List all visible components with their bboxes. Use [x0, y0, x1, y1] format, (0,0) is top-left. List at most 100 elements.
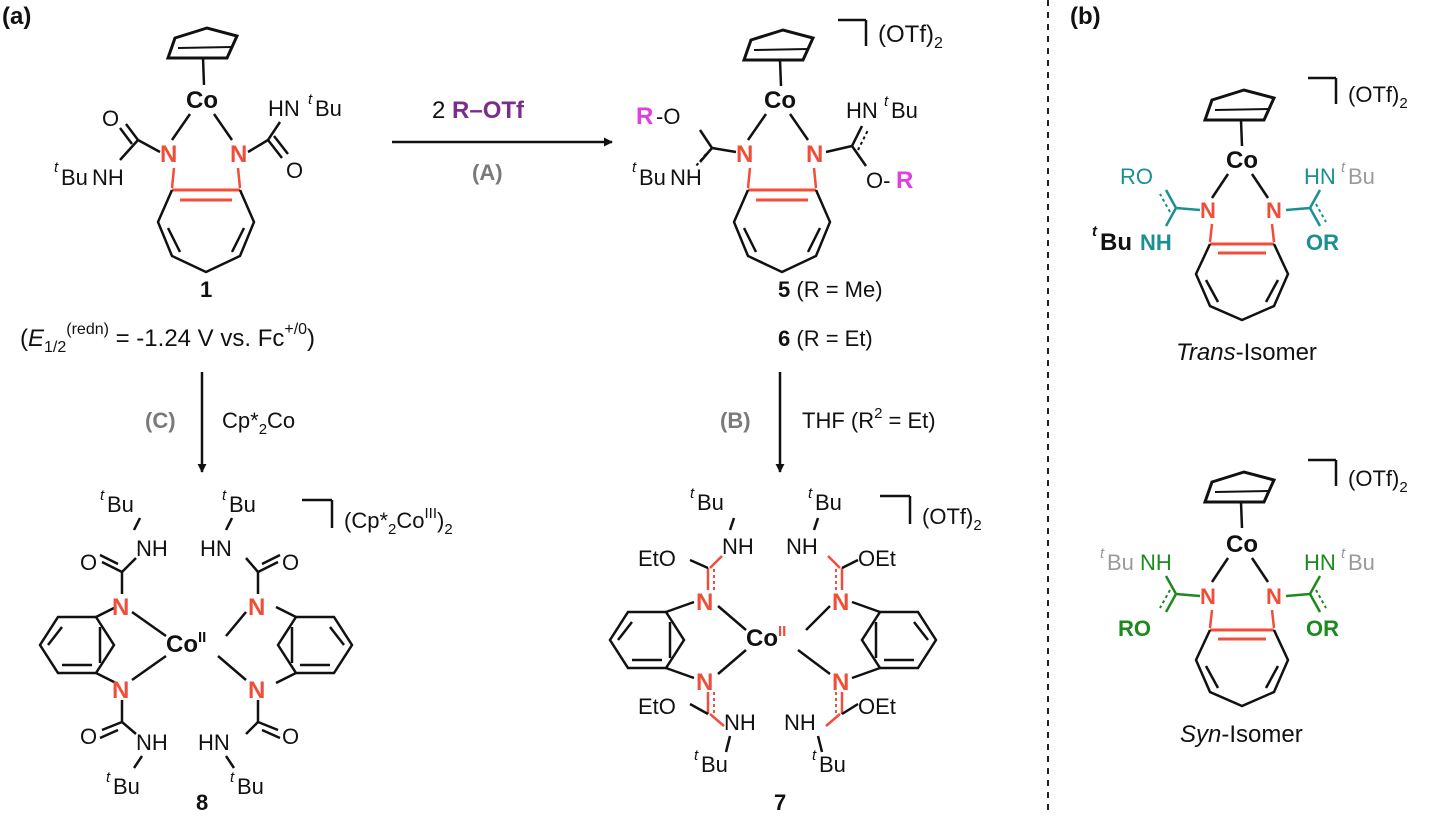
nitrogen-atom: N [248, 594, 265, 621]
compound-1: Co N N O t Bu NH HN t Bu O [54, 26, 342, 274]
tbu-superscript: t [54, 159, 59, 176]
tbu-group: Bu [819, 752, 846, 777]
oxygen-atom: O [80, 550, 97, 575]
cobalt-atom: Co [764, 87, 796, 114]
tbu-group: Bu [237, 774, 264, 799]
nitrogen-atom: N [696, 669, 713, 696]
nitrogen-atom: N [736, 141, 753, 168]
cp-ring-icon [1202, 88, 1277, 147]
tbu-superscript: t [106, 769, 111, 786]
amine-nh: NH [92, 165, 124, 190]
oxygen-atom: O- [866, 168, 890, 193]
alkoxy-or: OR [1306, 230, 1339, 255]
benzene-ring [1194, 609, 1290, 708]
amine-nh: NH [670, 165, 702, 190]
r-group: R [896, 167, 913, 194]
syn-isomer: (OTf)2 Co N N t Bu NH RO HN t Bu OR [1100, 458, 1408, 708]
nitrogen-atom: N [112, 677, 129, 704]
nitrogen-atom: N [1200, 584, 1216, 609]
compound-label-5: 5 (R = Me) [778, 277, 883, 302]
amine-nh: NH [136, 730, 168, 755]
amine-hn: HN [846, 98, 878, 123]
amine-nh: NH [1140, 550, 1172, 575]
tbu-superscript: t [1100, 545, 1105, 562]
panel-label-b: (b) [1070, 3, 1101, 30]
tbu-group: Bu [639, 165, 666, 190]
cobalt-atom: Co [1226, 531, 1258, 558]
cobalt-ii-atom: CoII [166, 629, 206, 658]
cobalt-atom: Co [1226, 147, 1258, 174]
counterion-otf: (OTf)2 [922, 504, 982, 534]
tbu-superscript: t [884, 93, 889, 110]
compound-label-6: 6 (R = Et) [778, 326, 873, 351]
tbu-superscript: t [808, 485, 813, 502]
cobalt-ii-atom: CoII [746, 623, 786, 652]
amine-nh: NH [722, 534, 754, 559]
oxygen-atom: O [282, 550, 299, 575]
amine-hn: HN [1304, 164, 1336, 189]
nitrogen-atom: N [806, 141, 823, 168]
tbu-superscript: t [1341, 545, 1346, 562]
amine-nh: NH [786, 534, 818, 559]
nitrogen-atom: N [832, 589, 849, 616]
ethoxy-group: OEt [858, 546, 896, 571]
tbu-group: Bu [815, 490, 842, 515]
reagent-a: 2 R–OTf [432, 97, 525, 124]
compound-8: (Cp*2CoIII)2 N N N N CoII O NH t B [38, 487, 453, 799]
compound-7: (OTf)2 N N N N CoII EtO NH t Bu [608, 485, 982, 777]
tbu-group: Bu [1348, 550, 1375, 575]
counterion-cp2co: (Cp*2CoIII)2 [344, 505, 453, 538]
nitrogen-atom: N [160, 141, 177, 168]
tbu-group: Bu [229, 492, 256, 517]
ethoxy-group: OEt [858, 694, 896, 719]
tbu-group: Bu [701, 752, 728, 777]
isomer-label-trans: Trans-Isomer [1176, 339, 1317, 366]
amine-nh: NH [724, 710, 756, 735]
tbu-superscript: t [308, 91, 313, 108]
alkoxy-ro: RO [1120, 164, 1153, 189]
oxygen-atom: -O [656, 104, 680, 129]
tbu-group: Bu [1348, 164, 1375, 189]
tbu-superscript: t [694, 747, 699, 764]
cp-ring-icon [1202, 470, 1277, 529]
benzene-ring [156, 167, 256, 274]
amine-hn: HN [268, 96, 300, 121]
step-label-b: (B) [720, 408, 751, 433]
tbu-superscript: t [230, 769, 235, 786]
nitrogen-atom: N [1266, 584, 1282, 609]
nitrogen-atom: N [1266, 198, 1282, 223]
cp-ring-icon [165, 26, 240, 86]
trans-isomer: (OTf)2 Co N N RO t Bu NH HN t Bu OR [1092, 76, 1408, 322]
tbu-superscript: t [1092, 223, 1098, 240]
tbu-superscript: t [222, 487, 227, 504]
compound-label-8: 8 [196, 790, 208, 815]
amine-nh: NH [784, 710, 816, 735]
benzene-ring [1194, 223, 1290, 322]
amine-hn: HN [198, 730, 230, 755]
oxygen-atom: O [282, 724, 299, 749]
oxygen-atom: O [80, 724, 97, 749]
tbu-superscript: t [1341, 159, 1346, 176]
panel-label-a: (a) [2, 3, 31, 30]
compound-5-6: (OTf)2 Co N N R -O t Bu NH HN t Bu [632, 18, 943, 274]
tbu-group: Bu [61, 165, 88, 190]
compound-label-7: 7 [774, 790, 786, 815]
step-label-c: (C) [145, 408, 176, 433]
tbu-superscript: t [812, 747, 817, 764]
counterion-otf: (OTf)2 [1348, 82, 1408, 112]
tbu-group: Bu [1100, 229, 1132, 256]
amine-hn: HN [200, 536, 232, 561]
tbu-group: Bu [315, 96, 342, 121]
counterion-otf: (OTf)2 [1348, 466, 1408, 496]
alkoxy-or: OR [1306, 616, 1339, 641]
nitrogen-atom: N [832, 669, 849, 696]
isomer-label-syn: Syn-Isomer [1180, 721, 1303, 748]
reduction-potential: (E1/2(redn) = -1.24 V vs. Fc+/0) [20, 321, 315, 356]
nitrogen-atom: N [696, 589, 713, 616]
nitrogen-atom: N [1200, 198, 1216, 223]
tbu-superscript: t [690, 485, 695, 502]
cp-ring-icon [741, 28, 816, 87]
tbu-group: Bu [1107, 550, 1134, 575]
reagent-c: Cp*2Co [222, 408, 295, 438]
nitrogen-atom: N [112, 594, 129, 621]
